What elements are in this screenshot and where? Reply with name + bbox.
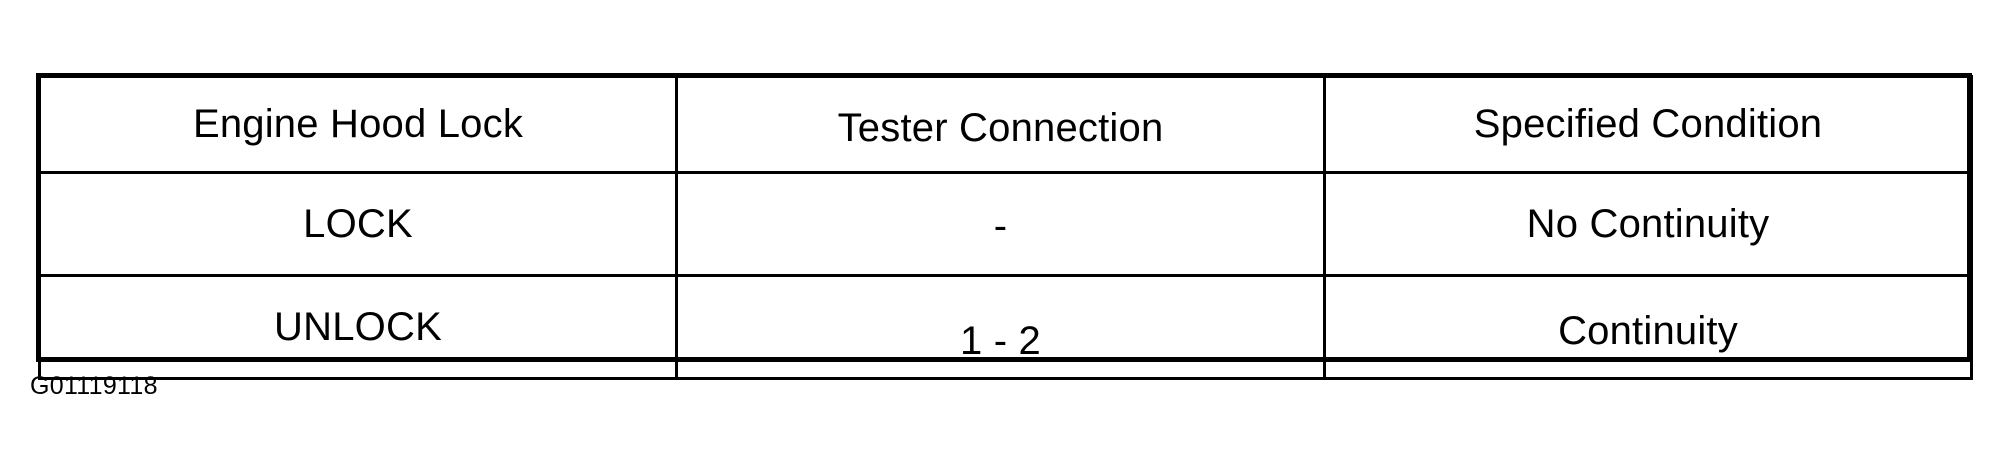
cell-specified-condition-lock: No Continuity (1323, 171, 1973, 277)
column-header-label: Engine Hood Lock (192, 102, 524, 146)
cell-value: - (993, 203, 1008, 248)
cell-tester-connection-lock: - (675, 171, 1326, 277)
table-row: LOCK - No Continuity (38, 171, 1973, 277)
column-header-label: Specified Condition (1473, 102, 1823, 146)
cell-value: 1 - 2 (959, 318, 1042, 363)
cell-engine-hood-lock-lock: LOCK (38, 171, 678, 277)
cell-value: Continuity (1558, 308, 1738, 353)
cell-specified-condition-unlock: Continuity (1323, 274, 1973, 380)
column-header-tester-connection: Tester Connection (675, 75, 1326, 174)
column-header-label: Tester Connection (837, 106, 1164, 150)
table-header-row: Engine Hood Lock Tester Connection Speci… (38, 75, 1973, 174)
cell-engine-hood-lock-unlock: UNLOCK (38, 274, 678, 380)
cell-tester-connection-unlock: 1 - 2 (675, 274, 1326, 380)
column-header-engine-hood-lock: Engine Hood Lock (38, 75, 678, 174)
cell-value: No Continuity (1526, 201, 1770, 246)
table-row: UNLOCK 1 - 2 Continuity (38, 274, 1973, 380)
figure-caption-id: G01119118 (30, 372, 158, 400)
column-header-specified-condition: Specified Condition (1323, 75, 1973, 174)
cell-value: LOCK (303, 201, 413, 246)
cell-value: UNLOCK (274, 304, 442, 349)
engine-hood-lock-inspection-table: Engine Hood Lock Tester Connection Speci… (38, 75, 1973, 380)
